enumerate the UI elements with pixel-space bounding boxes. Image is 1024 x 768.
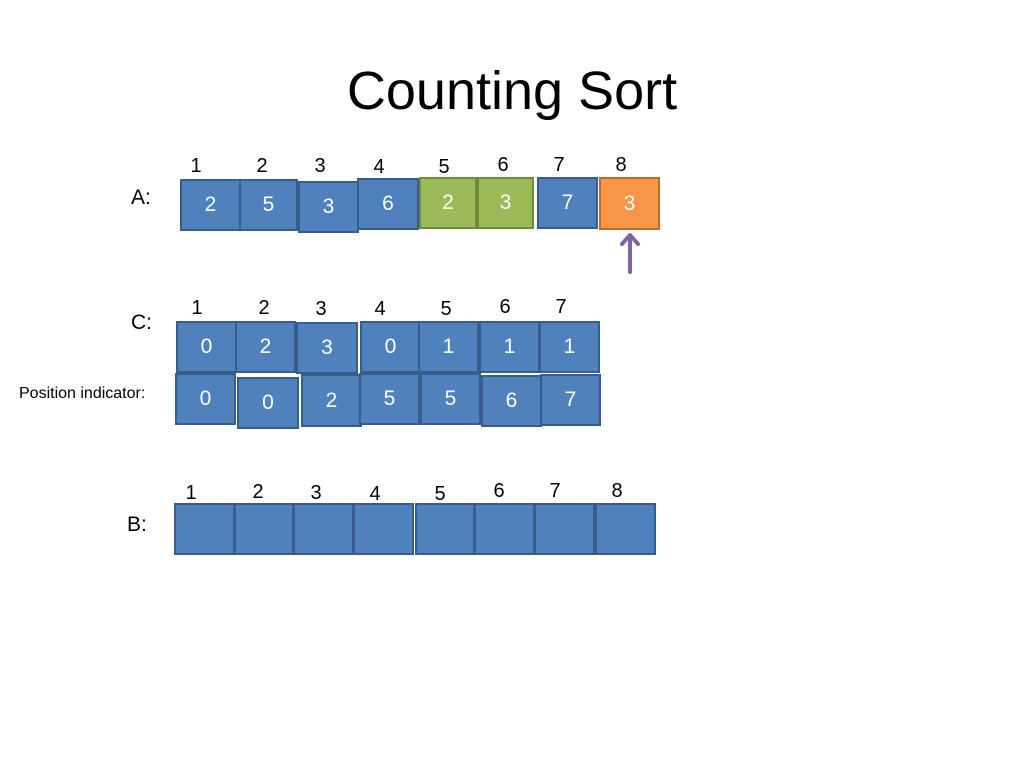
array-c-index: 6 bbox=[499, 296, 511, 318]
array-a-cell-highlighted: 3 bbox=[477, 177, 534, 229]
array-b-cell bbox=[293, 503, 354, 555]
array-a-index: 8 bbox=[615, 154, 627, 176]
array-c-cell: 2 bbox=[235, 321, 296, 373]
array-a-index: 3 bbox=[314, 155, 326, 177]
array-a-index: 4 bbox=[373, 156, 385, 178]
array-a-index: 7 bbox=[553, 154, 565, 176]
array-a-cell-highlighted: 2 bbox=[419, 177, 477, 229]
array-a-cell: 3 bbox=[298, 181, 359, 233]
array-b-cell bbox=[595, 503, 656, 555]
array-a-index: 6 bbox=[497, 154, 509, 176]
array-b-index: 7 bbox=[549, 480, 561, 502]
array-a-cell: 6 bbox=[357, 178, 419, 230]
slide-title: Counting Sort bbox=[346, 61, 678, 121]
array-b-index: 2 bbox=[252, 481, 264, 503]
array-a-cell: 2 bbox=[180, 179, 241, 231]
array-b-cell bbox=[474, 503, 535, 555]
position-indicator-label: Position indicator: bbox=[19, 385, 146, 402]
array-a-index: 2 bbox=[256, 155, 268, 177]
array-b-index: 4 bbox=[369, 483, 381, 505]
up-arrow-icon bbox=[620, 233, 640, 274]
array-b-cell bbox=[353, 503, 414, 555]
array-b-index: 1 bbox=[185, 482, 197, 504]
position-indicator-cell: 0 bbox=[237, 377, 299, 429]
position-indicator-cell: 5 bbox=[420, 373, 481, 425]
position-indicator-cell: 2 bbox=[301, 374, 362, 427]
array-b-cell bbox=[415, 503, 475, 555]
array-c-cell: 1 bbox=[418, 321, 479, 373]
position-indicator-cell: 5 bbox=[359, 373, 420, 425]
array-a-index: 1 bbox=[190, 155, 202, 177]
array-b-cell bbox=[174, 503, 235, 555]
position-indicator-cell: 6 bbox=[481, 375, 542, 427]
array-a-index: 5 bbox=[438, 156, 450, 178]
array-c-cell: 1 bbox=[479, 321, 540, 373]
position-indicator-cell: 0 bbox=[175, 373, 236, 425]
array-b-index: 5 bbox=[434, 483, 446, 505]
array-b-index: 8 bbox=[611, 480, 623, 502]
array-b-label: B: bbox=[127, 513, 147, 536]
array-c-cell: 0 bbox=[176, 321, 237, 373]
position-indicator-cell: 7 bbox=[540, 374, 601, 426]
array-b-cell bbox=[234, 503, 294, 555]
array-c-label: C: bbox=[131, 311, 152, 334]
array-c-cell: 1 bbox=[539, 321, 600, 373]
array-a-cell-current: 3 bbox=[599, 177, 660, 230]
array-c-cell: 0 bbox=[360, 321, 421, 373]
array-b-index: 3 bbox=[310, 482, 322, 504]
array-b-index: 6 bbox=[493, 480, 505, 502]
array-c-index: 5 bbox=[440, 298, 452, 320]
array-c-cell: 3 bbox=[296, 322, 358, 374]
array-c-index: 4 bbox=[374, 298, 386, 320]
array-a-cell: 5 bbox=[239, 179, 298, 231]
array-b-cell bbox=[534, 503, 595, 555]
array-c-index: 2 bbox=[258, 297, 270, 319]
array-c-index: 1 bbox=[191, 297, 203, 319]
array-c-index: 7 bbox=[555, 296, 567, 318]
array-c-index: 3 bbox=[315, 298, 327, 320]
array-a-label: A: bbox=[131, 186, 151, 209]
array-a-cell: 7 bbox=[537, 177, 598, 229]
